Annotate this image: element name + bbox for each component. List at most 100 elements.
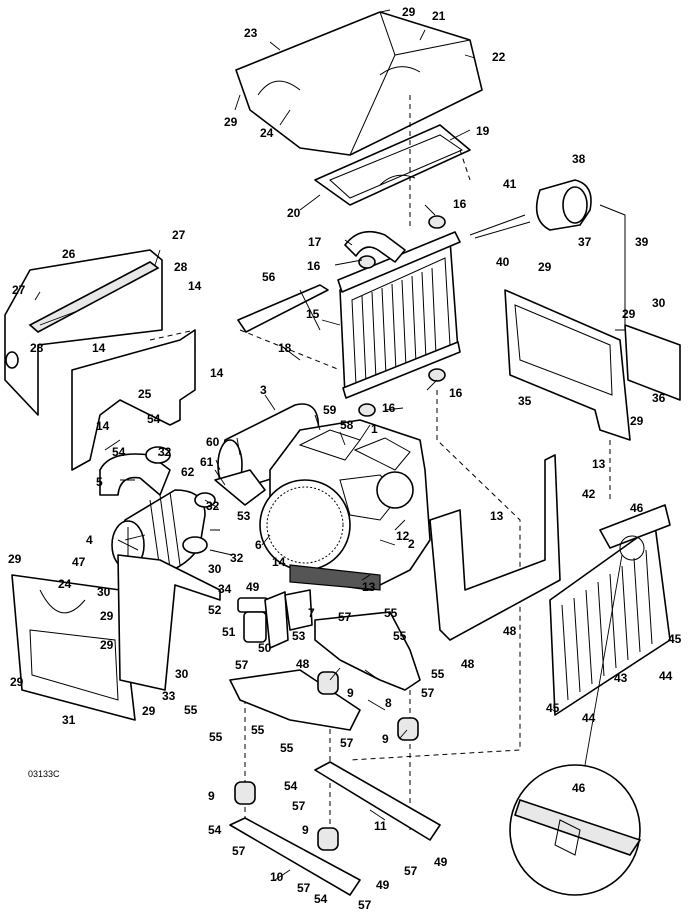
- label-29: 29: [100, 609, 114, 623]
- label-52: 52: [208, 603, 222, 617]
- label-26: 26: [62, 247, 76, 261]
- front-grille: [549, 504, 671, 716]
- label-57: 57: [421, 686, 435, 700]
- label-42: 42: [582, 487, 596, 501]
- label-5: 5: [96, 475, 103, 489]
- left-bracket: [71, 329, 196, 471]
- label-13: 13: [592, 457, 606, 471]
- radiator-top-bracket: [314, 124, 471, 206]
- label-55: 55: [280, 741, 294, 755]
- label-29: 29: [538, 260, 552, 274]
- label-57: 57: [232, 844, 246, 858]
- label-50: 50: [258, 641, 272, 655]
- label-28: 28: [174, 260, 188, 274]
- label-37: 37: [578, 235, 592, 249]
- label-44: 44: [659, 669, 673, 683]
- engine-mount-frames: [229, 611, 421, 731]
- label-39: 39: [635, 235, 649, 249]
- label-51: 51: [222, 625, 236, 639]
- label-40: 40: [496, 255, 510, 269]
- label-30: 30: [175, 667, 189, 681]
- label-55: 55: [384, 606, 398, 620]
- radiator: [337, 231, 461, 399]
- label-62: 62: [181, 465, 195, 479]
- label-30: 30: [97, 585, 111, 599]
- label-30: 30: [652, 296, 666, 310]
- label-47: 47: [72, 555, 86, 569]
- label-61: 61: [200, 455, 214, 469]
- label-57: 57: [340, 736, 354, 750]
- label-28: 28: [30, 341, 44, 355]
- label-25: 25: [138, 387, 152, 401]
- bracket-53: [284, 589, 313, 631]
- label-4: 4: [86, 533, 93, 547]
- air-cleaner-bracket: [117, 554, 221, 691]
- label-22: 22: [492, 50, 506, 64]
- label-46: 46: [572, 781, 586, 795]
- label-1: 1: [371, 422, 378, 436]
- label-15: 15: [306, 307, 320, 321]
- label-9: 9: [382, 732, 389, 746]
- label-3: 3: [260, 383, 267, 397]
- label-57: 57: [292, 799, 306, 813]
- label-38: 38: [572, 152, 586, 166]
- label-55: 55: [431, 667, 445, 681]
- label-49: 49: [246, 580, 260, 594]
- label-57: 57: [338, 610, 352, 624]
- label-32: 32: [206, 499, 220, 513]
- label-9: 9: [302, 823, 309, 837]
- label-56: 56: [262, 270, 276, 284]
- label-43: 43: [614, 671, 628, 685]
- label-16: 16: [449, 386, 463, 400]
- label-9: 9: [347, 686, 354, 700]
- label-29: 29: [142, 704, 156, 718]
- label-14: 14: [272, 555, 286, 569]
- exhaust-tank: [469, 179, 626, 331]
- label-29: 29: [10, 675, 24, 689]
- label-58: 58: [340, 418, 354, 432]
- hose-clamp: [182, 536, 208, 554]
- fuel-filter: [237, 597, 269, 643]
- label-45: 45: [668, 632, 682, 646]
- grille-support-bracket: [429, 454, 561, 641]
- label-24: 24: [58, 577, 72, 591]
- label-55: 55: [184, 703, 198, 717]
- label-11: 11: [374, 819, 387, 833]
- label-35: 35: [518, 394, 532, 408]
- label-21: 21: [432, 9, 446, 23]
- label-59: 59: [323, 403, 337, 417]
- label-32: 32: [158, 445, 172, 459]
- label-16: 16: [382, 401, 396, 415]
- left-side-panel: [4, 249, 163, 416]
- label-13: 13: [362, 580, 376, 594]
- label-10: 10: [270, 870, 284, 884]
- label-44: 44: [582, 711, 596, 725]
- label-13: 13: [490, 509, 504, 523]
- label-34: 34: [218, 582, 232, 596]
- air-intake-elbow: [214, 469, 266, 506]
- label-8: 8: [385, 696, 392, 710]
- label-30: 30: [208, 562, 222, 576]
- label-29: 29: [8, 552, 22, 566]
- part-labels: 29 21 23 22 29 24 19 38 41 16 20 27 37 3…: [8, 5, 682, 912]
- label-33: 33: [162, 689, 176, 703]
- rubber-mounts: [358, 215, 446, 417]
- label-57: 57: [235, 658, 249, 672]
- label-54: 54: [314, 892, 328, 906]
- label-55: 55: [393, 629, 407, 643]
- label-45: 45: [546, 701, 560, 715]
- drawing-code: 03133C: [28, 769, 60, 779]
- label-23: 23: [244, 26, 258, 40]
- label-48: 48: [503, 624, 517, 638]
- label-9: 9: [208, 789, 215, 803]
- label-12: 12: [396, 529, 410, 543]
- label-17: 17: [308, 235, 322, 249]
- label-60: 60: [206, 435, 220, 449]
- intake-hose: [99, 453, 171, 496]
- leader-lines: [34, 9, 476, 881]
- label-16: 16: [453, 197, 467, 211]
- label-41: 41: [503, 177, 517, 191]
- label-2: 2: [408, 537, 415, 551]
- label-27: 27: [172, 228, 186, 242]
